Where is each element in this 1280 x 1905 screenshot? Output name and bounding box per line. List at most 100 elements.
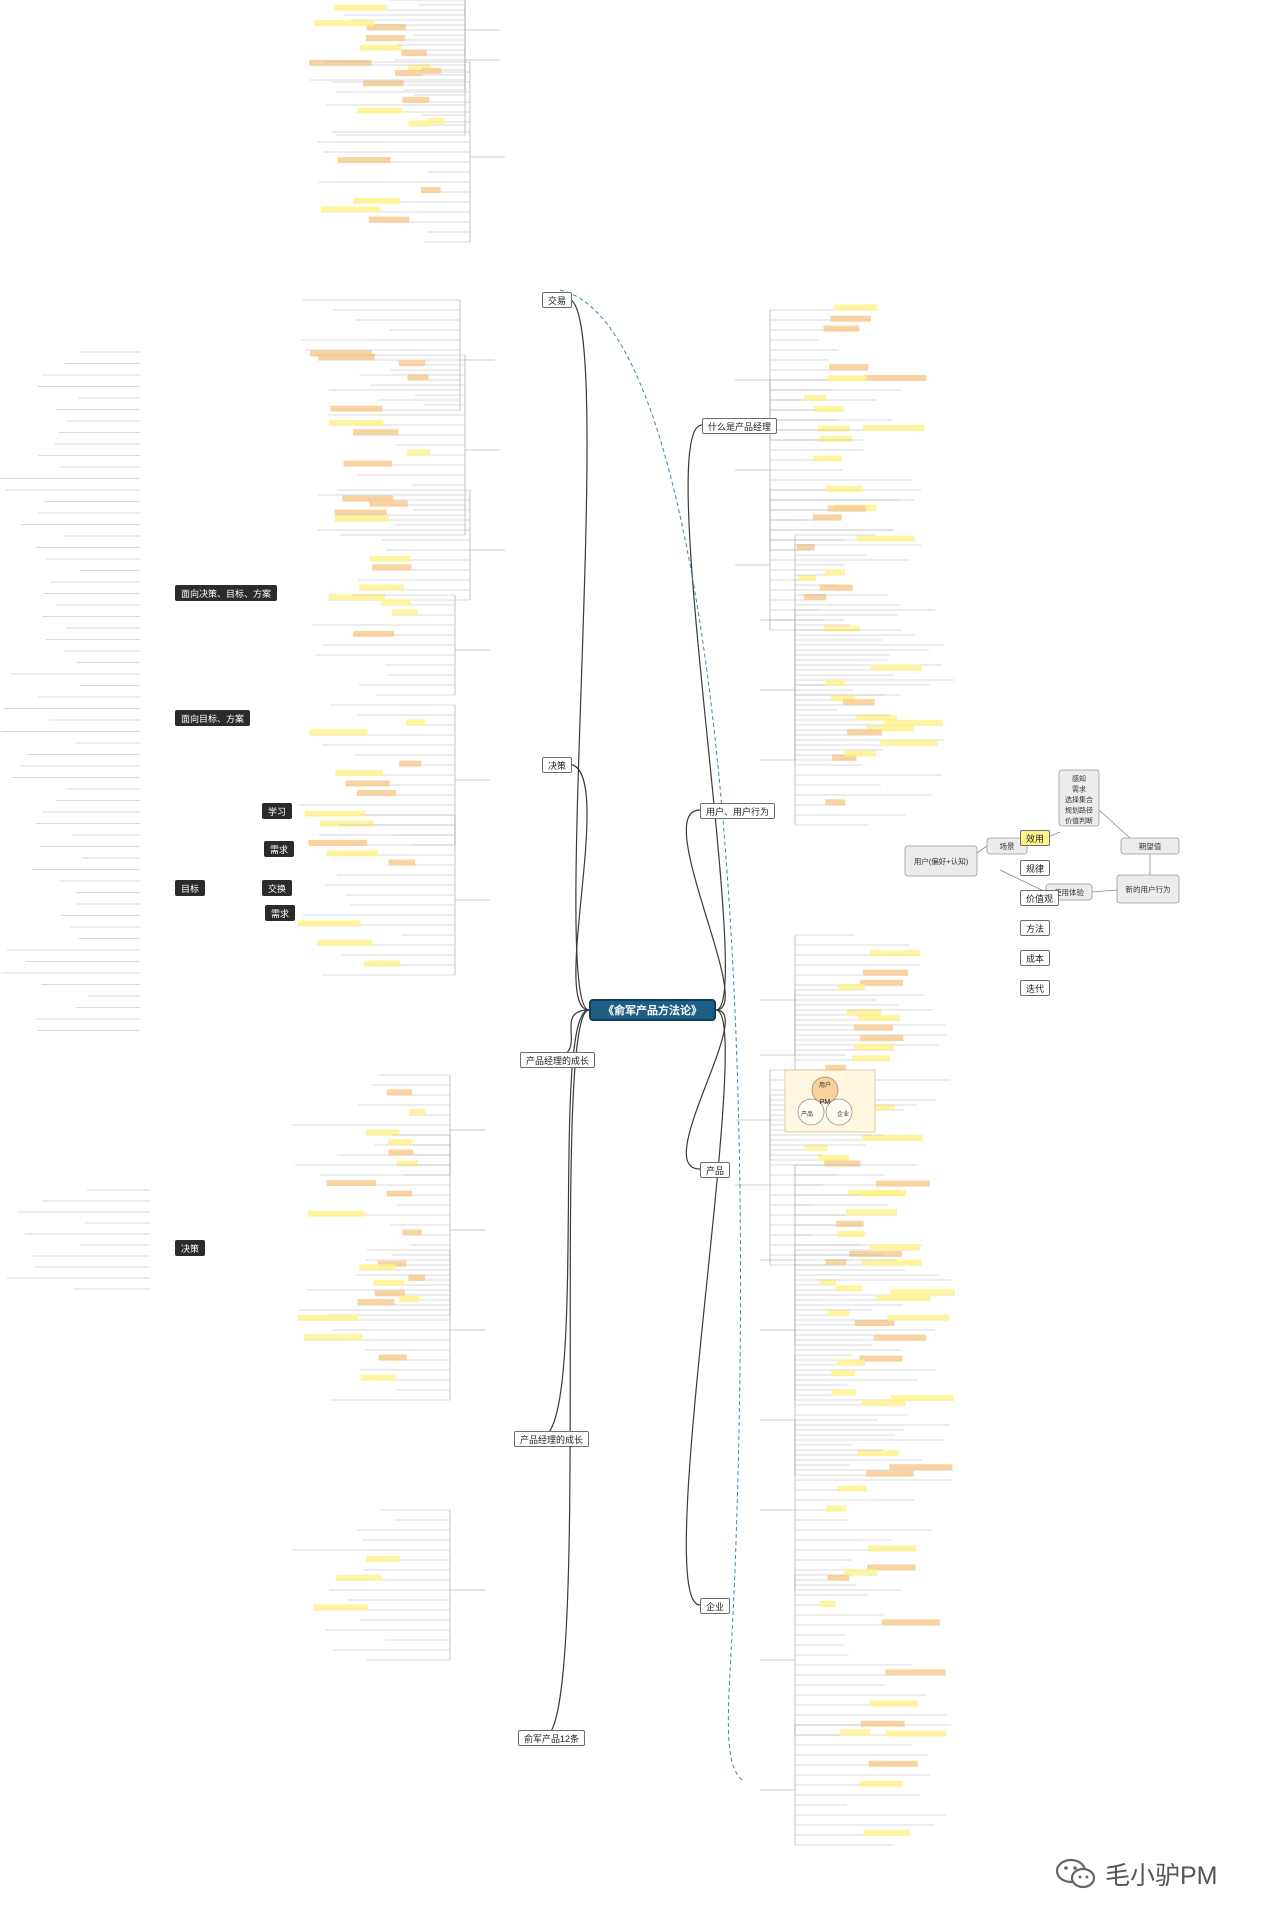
leaf-highlight [846,1009,882,1016]
leaf-highlight [319,820,374,827]
branch-right-3[interactable]: 产品 [700,1162,731,1178]
leaf-highlight [824,569,845,576]
branch-connector [543,1009,590,1738]
leaf-highlight [854,1044,894,1051]
tag-right[interactable]: 价值观 [1020,890,1060,906]
leaf-highlight [866,725,914,732]
leaf-highlight [353,630,394,637]
branch-left-1[interactable]: 交易 [542,292,573,308]
leaf-highlight [326,1179,376,1186]
leaf-highlight [827,1574,850,1581]
leaf-highlight [836,1220,864,1227]
leaf-highlight [366,1555,400,1562]
leaf-highlight [335,769,384,776]
leaf-highlight [804,1144,828,1151]
leaf-highlight [388,859,416,866]
leaf-highlight [840,1729,871,1736]
leaf-highlight [368,216,410,223]
leaf-highlight [328,419,384,426]
leaf-highlight [310,350,373,357]
diagram-node-box [1116,874,1180,904]
tag-right[interactable]: 效用 [1020,830,1051,846]
leaf-highlight [334,515,389,522]
leaf-highlight [364,960,401,967]
leaf-highlight [823,325,860,332]
leaf-highlight [835,1285,863,1292]
leaf-highlight [824,1160,861,1167]
leaf-highlight [366,24,406,31]
leaf-highlight [369,500,408,507]
leaf-highlight [359,44,402,51]
leaf-highlight [803,394,827,401]
leaf-highlight [831,1389,857,1396]
leaf-highlight [857,1449,899,1456]
tag-dark[interactable]: 需求 [265,905,296,921]
branch-connector [567,298,590,1011]
tag-right[interactable]: 迭代 [1020,980,1051,996]
leaf-highlight [359,584,404,591]
left-column-topic[interactable]: 面向决策、目标、方案 [175,585,278,601]
branch-right-4[interactable]: 企业 [700,1598,731,1614]
leaf-highlight [825,679,846,686]
leaf-highlight [885,1669,946,1676]
diagram-arrow [976,845,988,854]
branch-right-1[interactable]: 什么是产品经理 [702,418,778,434]
leaf-highlight [304,1334,363,1341]
tag-dark[interactable]: 需求 [264,841,295,857]
diagram-node-label: 新的用户行为 [1126,884,1171,894]
branch-connector [567,763,590,1011]
leaf-highlight [421,67,442,74]
leaf-highlight [321,206,381,213]
central-topic[interactable]: 《俞军产品方法论》 [589,999,716,1021]
leaf-highlight [817,1154,850,1161]
venn-label: 用户 [819,1081,831,1089]
leaf-highlight [353,429,398,436]
leaf-highlight [814,405,844,412]
leaf-highlight [377,1260,407,1267]
leaf-highlight [396,1160,418,1167]
leaf-highlight [343,460,393,467]
tag-right[interactable]: 方法 [1020,920,1051,936]
leaf-highlight [847,729,882,736]
leaf-highlight [297,1314,359,1321]
leaf-highlight [873,1334,927,1341]
leaf-highlight [859,1355,903,1362]
tag-right[interactable]: 成本 [1020,950,1051,966]
leaf-highlight [386,1089,413,1096]
leaf-highlight [836,984,865,991]
leaf-highlight [380,599,411,606]
leaf-highlight [830,315,871,322]
branch-left-4[interactable]: 产品经理的成长 [514,1431,590,1447]
diagram-node-label: 场景 [1000,842,1015,851]
leaf-highlight [846,1209,897,1216]
leaf-highlight [334,509,387,516]
leaf-highlight [829,364,869,371]
branch-right-2[interactable]: 用户、用户行为 [700,803,776,819]
relationship-link [559,289,743,1781]
left-column-topic[interactable]: 目标 [175,880,206,896]
leaf-highlight [860,1259,922,1266]
tag-dark[interactable]: 交换 [262,880,293,896]
leaf-highlight [867,1545,917,1552]
leaf-highlight [797,574,817,581]
leaf-highlight [831,1369,856,1376]
leaf-highlight [401,50,427,57]
branch-connector [687,424,726,1011]
tag-right[interactable]: 规律 [1020,860,1051,876]
leaf-highlight [406,449,431,456]
tag-dark[interactable]: 学习 [262,803,293,819]
venn-label: 企业 [837,1110,849,1118]
diagram-arrow [1098,809,1131,839]
branch-left-3[interactable]: 产品经理的成长 [520,1052,596,1068]
leaf-highlight [859,979,904,986]
venn-center-label: PM [820,1099,831,1106]
left-column-topic[interactable]: 决策 [175,1240,206,1256]
branch-left-2[interactable]: 决策 [542,757,573,773]
leaf-highlight [334,4,387,11]
left-column-topic[interactable]: 面向目标、方案 [175,710,251,726]
leaf-highlight [825,799,846,806]
leaf-highlight [297,920,361,927]
branch-connector [685,809,726,1011]
leaf-highlight [315,20,376,27]
branch-left-5[interactable]: 俞军产品12条 [518,1730,586,1746]
